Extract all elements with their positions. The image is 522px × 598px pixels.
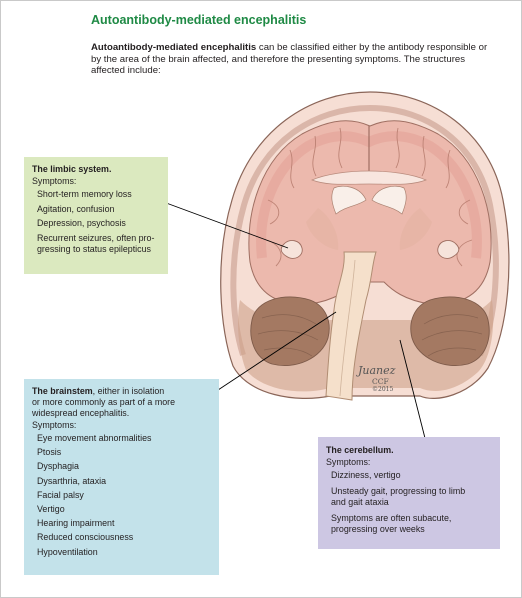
scalp-inner <box>230 104 499 357</box>
list-item: Dysphagia <box>37 461 79 472</box>
brainstem-symptom-list: Eye movement abnormalities Ptosis Dyspha… <box>32 433 219 558</box>
basal-ganglia <box>306 208 432 250</box>
brainstem-heading-bold: The brainstem <box>32 386 93 396</box>
lateral-ventricles <box>331 185 407 215</box>
list-item: Hypoventilation <box>37 546 98 557</box>
limbic-symptoms-label: Symptoms: <box>32 176 77 186</box>
intro-text: can be classified either by the antibody… <box>91 42 488 77</box>
cerebellum-box: The cerebellum. Symptoms: Dizziness, ver… <box>318 437 500 549</box>
list-item: Reduced consciousness <box>37 532 134 543</box>
page-title: Autoantibody-mediated encephalitis <box>91 13 307 27</box>
brainstem-heading-line3: widespread encephalitis. <box>32 408 130 418</box>
list-item: Hearing impairment <box>37 518 115 529</box>
list-item: gressing to status epilepticus <box>37 243 151 254</box>
list-item: and gait ataxia <box>331 497 389 507</box>
brainstem-midline <box>339 259 356 397</box>
list-item: Symptoms are often subacute, <box>331 513 452 523</box>
list-item: Dizziness, vertigo <box>331 470 401 480</box>
list-item: Short-term memory loss <box>37 189 132 199</box>
cerebrum <box>248 120 492 305</box>
list-item: Unsteady gait, progressing to limb <box>331 486 466 496</box>
signature-name: Juanez <box>358 364 396 377</box>
limbic-system-box: The limbic system. Symptoms: Short-term … <box>24 157 168 274</box>
brainstem <box>325 251 377 401</box>
signature-year: ©2015 <box>372 386 394 393</box>
signature-org: CCF <box>372 377 389 386</box>
limbic-symptom-list: Short-term memory loss Agitation, confus… <box>32 189 168 255</box>
intro-paragraph: Autoantibody-mediated encephalitis can b… <box>91 42 491 77</box>
brainstem-heading-rest: , either in isolation <box>92 386 165 396</box>
corpus-callosum <box>311 170 427 185</box>
cerebellum-symptoms-label: Symptoms: <box>326 457 371 467</box>
list-item: Dysarthria, ataxia <box>37 475 107 486</box>
list-item: Recurrent seizures, often pro- <box>37 232 155 243</box>
hippocampus-right <box>437 240 460 259</box>
cerebellum-heading: The cerebellum. <box>326 445 394 455</box>
list-item: progressing over weeks <box>331 524 425 534</box>
gyri <box>265 127 473 267</box>
cerebellum-symptom-list: Dizziness, vertigo Unsteady gait, progre… <box>326 470 500 535</box>
limbic-heading: The limbic system. <box>32 164 112 174</box>
leader-line-brainstem <box>214 311 337 393</box>
intro-bold: Autoantibody-mediated encephalitis <box>91 42 257 53</box>
hippocampus-left <box>280 240 303 259</box>
leader-line-limbic <box>149 196 289 249</box>
posterior-fossa <box>238 300 494 392</box>
brainstem-heading-line2: or more commonly as part of a more <box>32 397 176 407</box>
list-item: Ptosis <box>37 447 62 458</box>
list-item: Agitation, confusion <box>37 203 115 214</box>
list-item: Eye movement abnormalities <box>37 433 152 443</box>
list-item: Depression, psychosis <box>37 218 126 228</box>
leader-line-cerebellum <box>399 339 428 447</box>
brainstem-box: The brainstem, either in isolation or mo… <box>24 379 219 575</box>
artist-signature: Juanez CCF ©2015 <box>358 364 396 393</box>
list-item: Vertigo <box>37 503 65 514</box>
brainstem-symptoms-label: Symptoms: <box>32 420 77 430</box>
cerebellar-folia <box>257 314 483 357</box>
list-item: Facial palsy <box>37 489 84 500</box>
brainstem-heading: The brainstem, either in isolation <box>32 386 219 397</box>
